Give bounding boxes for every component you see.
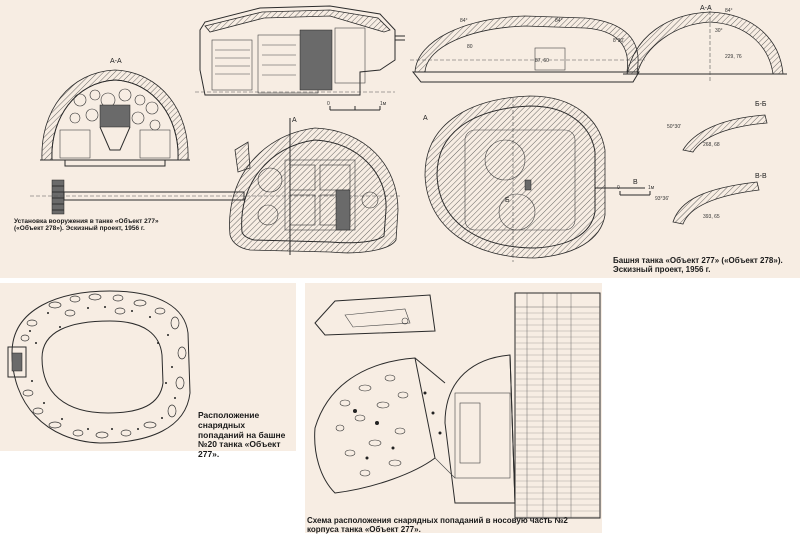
section-label-v: В-В — [755, 173, 767, 180]
hull-front-view — [414, 354, 516, 504]
cut-label: А — [292, 117, 297, 124]
dim: 30° — [715, 28, 723, 34]
panel-background — [305, 283, 602, 533]
section-label: А-А — [110, 58, 122, 65]
dim: 50°30' — [667, 124, 681, 130]
hit-marks — [20, 293, 187, 439]
dim: 268, 68 — [703, 142, 720, 148]
panel-turret-hits: Расположение снарядных попаданий на башн… — [0, 283, 296, 459]
hits-table — [514, 292, 601, 519]
turret-hits-drawing — [0, 283, 296, 451]
cut-label-a: А — [423, 115, 428, 122]
caption-armament: Установка вооружения в танке «Объект 277… — [14, 218, 159, 233]
section-a-a-view: А-А — [40, 58, 190, 167]
dim: 393, 65 — [703, 214, 720, 220]
hull-side-profile — [314, 294, 436, 336]
section-label-a: А-А — [700, 5, 712, 12]
turret-plan: А Б В — [423, 95, 645, 262]
section-v-v-profile: В-В 93°36' 393, 65 — [655, 173, 767, 225]
turret-plan-view: А — [229, 117, 399, 255]
panel-armament-drawing: 0 1м А-А — [0, 0, 405, 278]
dim: 84° — [555, 18, 563, 24]
scale-zero: 0 — [617, 185, 620, 191]
dim: 84° — [725, 8, 733, 14]
dim: 8°30' — [613, 38, 624, 44]
dim: 80 — [467, 44, 473, 50]
caption-turret-hits: Расположение снарядных попаданий на башн… — [198, 410, 286, 460]
hull-nose-plan — [314, 357, 436, 494]
dim: 84° — [460, 18, 468, 24]
section-b-b-profile: Б-Б 50°30' 268, 68 — [667, 101, 768, 153]
turret-side-view — [195, 5, 405, 96]
hull-hits-drawing — [305, 283, 602, 533]
dim: 87, 60 — [535, 58, 549, 64]
armament-drawing: 0 1м А-А — [0, 0, 405, 278]
panel-hull-hits: Схема расположения снарядных попаданий в… — [305, 283, 602, 534]
section-a-a-profile: А-А 84° 30° 229, 76 — [623, 5, 787, 82]
caption-turret: Башня танка «Объект 277» («Объект 278»).… — [613, 256, 783, 275]
scale-unit: 1м — [648, 185, 655, 191]
dim: 93°36' — [655, 196, 669, 202]
scale-unit: 1м — [380, 101, 387, 107]
section-label-b: Б-Б — [755, 101, 767, 108]
panel-background — [0, 283, 296, 451]
dim: 229, 76 — [725, 54, 742, 60]
turret-drawing: 84° 84° 80 8°30' 87, 60 А-А 84° 30° 229,… — [405, 0, 800, 278]
hit-dots — [29, 306, 176, 430]
panel-turret-drawing: 84° 84° 80 8°30' 87, 60 А-А 84° 30° 229,… — [405, 0, 800, 278]
scale-bar-turret: 0 1м — [617, 185, 655, 196]
scale-zero: 0 — [327, 101, 330, 107]
caption-hull-hits: Схема расположения снарядных попаданий в… — [307, 516, 568, 534]
cut-label-v: В — [633, 179, 638, 186]
scale-bar-armament: 0 1м — [327, 101, 387, 111]
cut-label-b: Б — [505, 197, 510, 204]
